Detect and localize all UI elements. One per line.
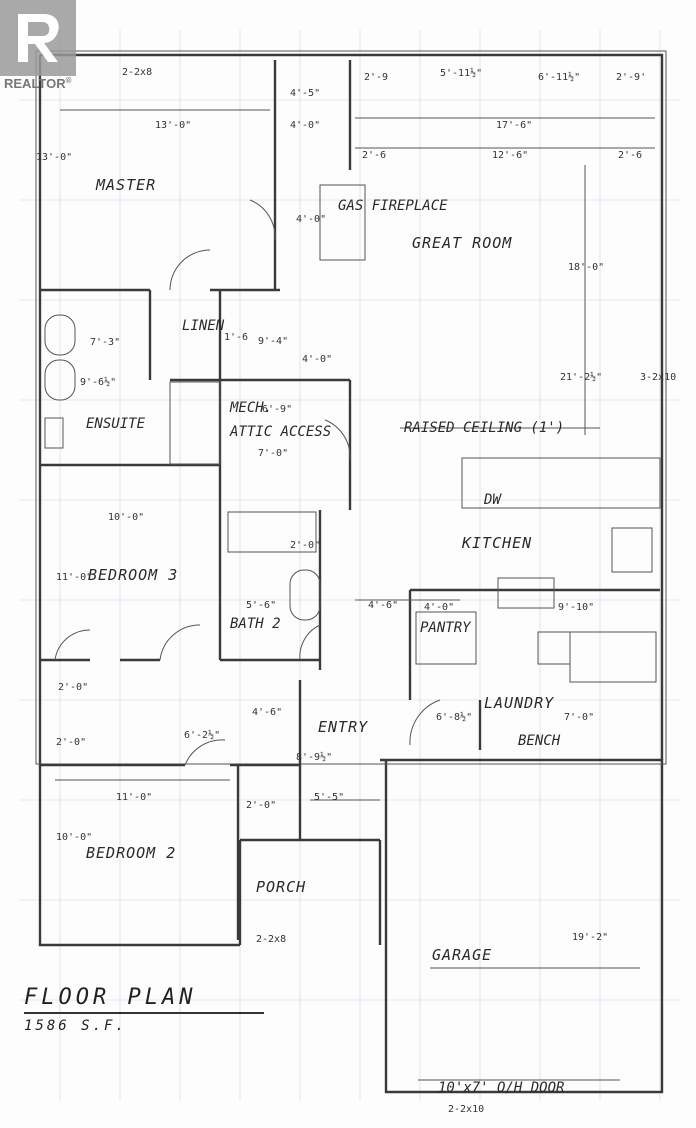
dim-text: 1'-6 bbox=[224, 332, 248, 343]
dim-text: 6'-9" bbox=[262, 404, 292, 415]
label-laundry: LAUNDRY bbox=[484, 694, 554, 712]
realtor-wordmark: REALTOR® bbox=[4, 76, 72, 91]
dim-text: 4'-6" bbox=[368, 600, 398, 611]
dim-text: 6'-2½" bbox=[184, 729, 220, 741]
dim-text: 11'-0" bbox=[116, 792, 152, 803]
dim-text: 5'-11½" bbox=[440, 67, 482, 79]
dim-text: 6'-8½" bbox=[436, 711, 472, 723]
door-swings bbox=[54, 199, 441, 766]
dim-text: 4'-0" bbox=[424, 602, 454, 613]
dim-text: 2'-0" bbox=[58, 682, 88, 693]
dim-text: 2-2x8 bbox=[256, 934, 286, 945]
label-dw: DW bbox=[483, 492, 502, 508]
dim-text: 2-2x8 bbox=[122, 67, 152, 78]
plan-caption: FLOOR PLAN 1586 S.F. bbox=[24, 985, 264, 1034]
dim-text: 2'-0" bbox=[246, 800, 276, 811]
dim-text: 7'-0" bbox=[564, 712, 594, 723]
label-pantry: PANTRY bbox=[420, 620, 472, 636]
label-entry: ENTRY bbox=[318, 718, 368, 736]
dim-text: 10'-0" bbox=[56, 832, 92, 843]
dim-text: 12'-6" bbox=[492, 150, 528, 161]
label-garage-door: 10'x7' O/H DOOR bbox=[438, 1080, 564, 1096]
label-great-room: GREAT ROOM bbox=[412, 234, 512, 252]
dim-text: 3-2x10 bbox=[640, 372, 676, 383]
dim-text: 7'-3" bbox=[90, 337, 120, 348]
dim-text: 13'-0" bbox=[155, 120, 191, 131]
dim-text: 9'-6½" bbox=[80, 376, 116, 388]
plan-area: 1586 S.F. bbox=[24, 1018, 127, 1034]
dim-text: 17'-6" bbox=[496, 120, 532, 131]
grid-paper bbox=[20, 30, 680, 1100]
label-attic: ATTIC ACCESS bbox=[229, 424, 331, 440]
realtor-registered-mark: ® bbox=[65, 76, 72, 85]
dim-text: 4'-6" bbox=[252, 707, 282, 718]
dim-text: 7'-0" bbox=[258, 448, 288, 459]
dim-text: 4'-0" bbox=[302, 354, 332, 365]
label-bedroom3: BEDROOM 3 bbox=[88, 566, 178, 584]
realtor-brand: REALTOR bbox=[4, 76, 66, 91]
label-linen: LINEN bbox=[182, 318, 225, 334]
caption-underline bbox=[24, 1012, 264, 1014]
dim-text: 2'-9 bbox=[364, 72, 388, 83]
dim-text: 9'-10" bbox=[558, 602, 594, 613]
label-raised-ceiling: RAISED CEILING (1') bbox=[404, 420, 564, 436]
dim-text: 4'-0" bbox=[290, 120, 320, 131]
exterior-walls bbox=[35, 50, 667, 1094]
dim-text: 2'-6 bbox=[618, 150, 642, 161]
dim-text: 2'-6 bbox=[362, 150, 386, 161]
dim-text: 6'-11½" bbox=[538, 71, 580, 83]
plan-title: FLOOR PLAN bbox=[24, 985, 197, 1010]
dim-text: 4'-5" bbox=[290, 88, 320, 99]
realtor-logo bbox=[0, 0, 76, 80]
dim-text: 8'-9½" bbox=[296, 751, 332, 763]
dim-text: 2'-0" bbox=[56, 737, 86, 748]
dim-text: 18'-0" bbox=[568, 262, 604, 273]
dim-text: 5'-5" bbox=[314, 792, 344, 803]
dim-text: 13'-0" bbox=[36, 152, 72, 163]
dim-text: 11'-0" bbox=[56, 572, 92, 583]
label-bath: BATH 2 bbox=[230, 616, 281, 632]
dim-text: 2-2x10 bbox=[448, 1104, 484, 1115]
dimension-lines bbox=[55, 109, 655, 1081]
label-mech: MECH. bbox=[229, 400, 272, 416]
dim-text: 2'-0" bbox=[290, 540, 320, 551]
label-kitchen: KITCHEN bbox=[461, 534, 532, 552]
label-fireplace: GAS FIREPLACE bbox=[338, 198, 448, 214]
interior-walls bbox=[40, 60, 661, 940]
label-bench: BENCH bbox=[518, 733, 561, 749]
label-master: MASTER bbox=[95, 176, 156, 194]
label-ensuite: ENSUITE bbox=[86, 416, 146, 432]
realtor-r-icon bbox=[0, 0, 76, 76]
label-porch: PORCH bbox=[256, 878, 306, 896]
dim-text: 19'-2" bbox=[572, 932, 608, 943]
dim-text: 2'-9' bbox=[616, 72, 646, 83]
dim-text: 5'-6" bbox=[246, 600, 276, 611]
dim-text: 21'-2½" bbox=[560, 371, 602, 383]
label-bedroom2: BEDROOM 2 bbox=[86, 844, 176, 862]
dim-text: 4'-0" bbox=[296, 214, 326, 225]
dim-text: 9'-4" bbox=[258, 336, 288, 347]
dim-text: 10'-0" bbox=[108, 512, 144, 523]
label-garage: GARAGE bbox=[432, 946, 492, 964]
